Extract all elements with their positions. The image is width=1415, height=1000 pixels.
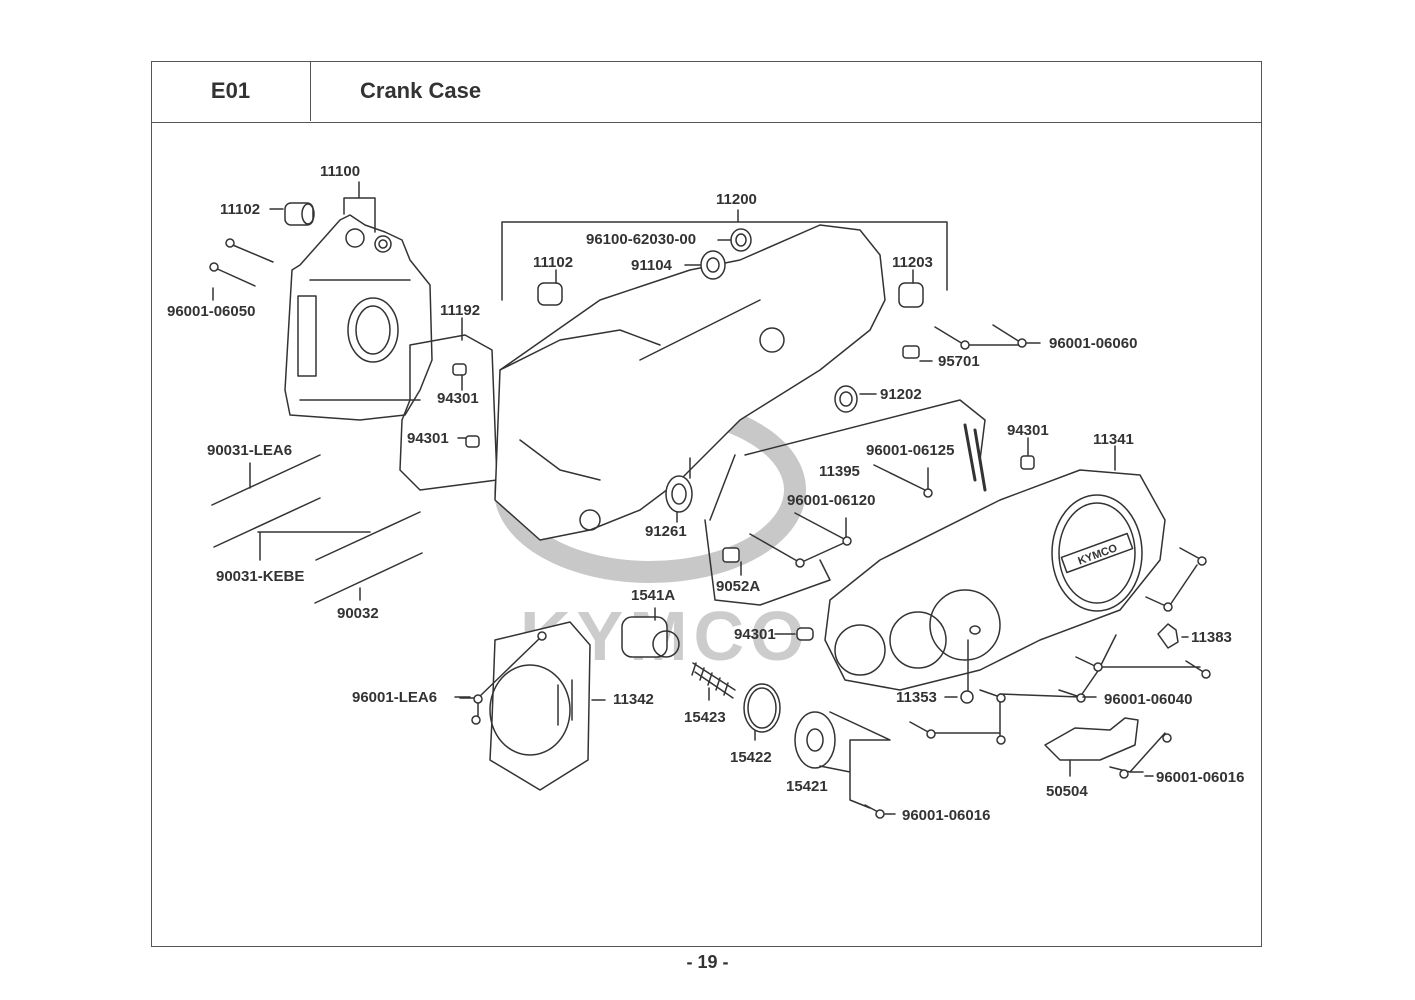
bolts-96001-06016-right <box>1109 732 1172 779</box>
bolt-96001-06016-lower <box>864 804 885 819</box>
cap-11353 <box>960 690 974 704</box>
callout-96100-62030-00: 96100-62030-00 <box>586 231 697 248</box>
bearing-91104 <box>700 250 726 280</box>
diagram-frame <box>151 61 1262 947</box>
bolts-96001-LEA6 <box>459 631 547 725</box>
callout-96001-LEA6: 96001-LEA6 <box>352 689 438 706</box>
left-crankcase-cover-11341: KYMCO <box>824 469 1166 691</box>
callout-15421: 15421 <box>786 778 828 795</box>
callout-11203: 11203 <box>892 254 933 271</box>
bolts-96001-06060 <box>934 324 1027 350</box>
callout-1541A: 1541A <box>631 587 676 604</box>
callout-11395: 11395 <box>819 463 860 480</box>
studs-90031-KEBE <box>213 497 421 561</box>
callout-50504: 50504 <box>1046 783 1088 800</box>
bracket-50504 <box>1044 717 1139 777</box>
section-title: Crank Case <box>360 78 482 103</box>
rubber-seal-cord <box>963 423 987 492</box>
callout-15423: 15423 <box>684 709 726 726</box>
oil-seal-96100-62030-00 <box>730 228 752 252</box>
callout-bracket-11200 <box>501 209 948 301</box>
dowel-94301-a <box>452 363 467 376</box>
dowel-94301-d <box>796 627 814 641</box>
callout-9052A: 9052A <box>716 578 761 595</box>
callout-94301-b: 94301 <box>407 430 449 447</box>
callout-96001-06060: 96001-06060 <box>1049 335 1138 352</box>
callout-11353: 11353 <box>896 689 937 706</box>
callout-91104: 91104 <box>631 257 672 274</box>
callout-11192: 11192 <box>440 302 481 319</box>
callout-96001-06040: 96001-06040 <box>1104 691 1193 708</box>
dowel-94301-b <box>465 435 480 448</box>
callout-11102-right: 11102 <box>533 254 574 271</box>
callout-96001-06016-lower: 96001-06016 <box>902 807 991 824</box>
callout-94301-a: 94301 <box>437 390 479 407</box>
spring-15423 <box>691 662 736 701</box>
callout-96001-06120: 96001-06120 <box>787 492 876 509</box>
leader-lines <box>212 208 1189 815</box>
bolts-96001-06125 <box>873 464 933 498</box>
dowel-94301-c <box>1020 455 1035 470</box>
callout-11102-left: 11102 <box>220 201 261 218</box>
stud-90032 <box>314 552 423 604</box>
callout-96001-06016-right: 96001-06016 <box>1156 769 1245 786</box>
cover-gasket-11395 <box>704 399 986 606</box>
callout-11341: 11341 <box>1093 431 1134 448</box>
page-number: - 19 - <box>686 952 729 972</box>
dowel-pin-11203 <box>898 282 924 308</box>
callout-91261: 91261 <box>645 523 687 540</box>
left-gasket-11192 <box>399 334 498 491</box>
callout-bracket-11100 <box>343 181 376 233</box>
bearing-holder-15421 <box>794 711 891 809</box>
clamp-11383 <box>1157 623 1179 649</box>
callout-95701: 95701 <box>938 353 980 370</box>
plug-9052A <box>722 547 740 563</box>
callout-94301-c: 94301 <box>1007 422 1049 439</box>
callout-15422: 15422 <box>730 749 772 766</box>
callout-11342: 11342 <box>613 691 654 708</box>
bolts-96001-06040 <box>909 547 1211 745</box>
section-code: E01 <box>151 61 311 121</box>
oil-seal-91261 <box>665 475 693 513</box>
dowel-pin-11102-left <box>284 202 315 226</box>
callout-96001-06050: 96001-06050 <box>167 303 256 320</box>
callout-11200: 11200 <box>716 191 757 208</box>
callout-96001-06125: 96001-06125 <box>866 442 955 459</box>
bolts-96001-06050 <box>209 238 274 287</box>
drain-plug-95701 <box>902 345 920 359</box>
cover-plate-11342 <box>489 621 606 791</box>
stud-90031-LEA6 <box>211 454 321 506</box>
callout-90032: 90032 <box>337 605 379 622</box>
bolts-96001-06120 <box>749 512 852 568</box>
callout-90031-KEBE: 90031-KEBE <box>216 568 305 585</box>
callout-11383: 11383 <box>1191 629 1232 646</box>
callout-91202: 91202 <box>880 386 922 403</box>
callout-90031-LEA6: 90031-LEA6 <box>207 442 293 459</box>
callout-94301-d: 94301 <box>734 626 776 643</box>
left-crankcase-part <box>284 214 433 421</box>
callout-11100: 11100 <box>320 163 361 180</box>
section-header: E01 Crank Case <box>151 61 1262 123</box>
gasket-ring-15422 <box>743 683 781 741</box>
oil-seal-91202 <box>834 385 858 413</box>
dowel-pin-11102-right <box>537 282 563 306</box>
starter-pinion-1541A <box>621 607 680 658</box>
